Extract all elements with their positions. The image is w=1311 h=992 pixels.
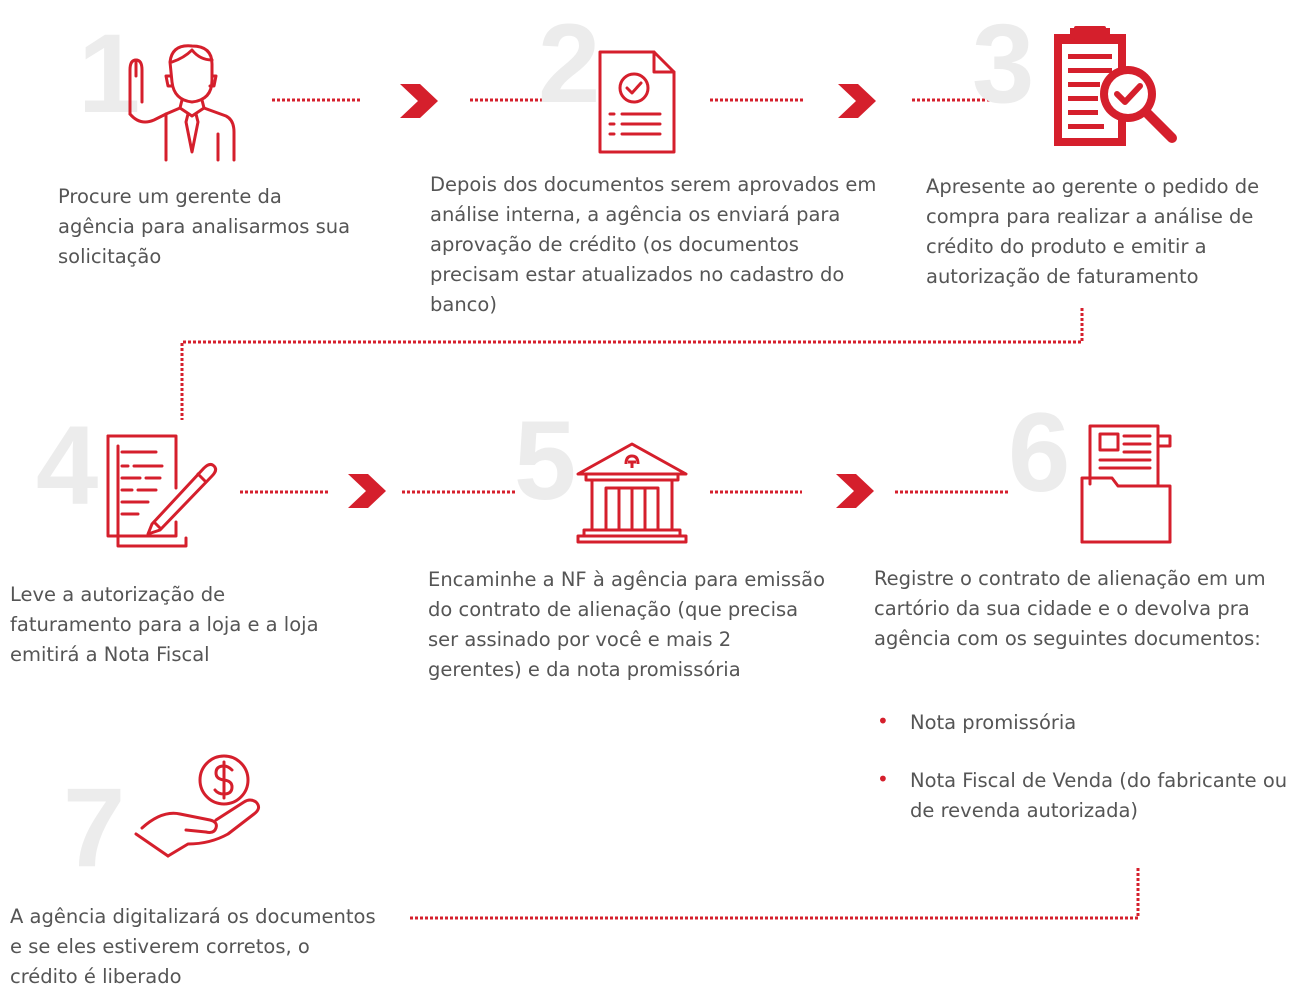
step-6-bullet-2: Nota Fiscal de Venda (do fabricante ou d… bbox=[910, 769, 1288, 822]
step-4-text: Leve a autorização de faturamento para a… bbox=[10, 583, 319, 666]
step-number-2: 2 bbox=[538, 1, 601, 126]
arrow-1-2 bbox=[400, 84, 438, 118]
hand-coin-icon bbox=[134, 754, 261, 858]
connector-3-4 bbox=[180, 308, 1084, 420]
step-5-text: Encaminhe a NF à agência para emissão do… bbox=[428, 568, 826, 681]
connector-6-7 bbox=[410, 868, 1140, 920]
approved-document-icon bbox=[598, 50, 676, 154]
step-2-text: Depois dos documentos serem aprovados em… bbox=[430, 173, 877, 316]
step-number-4: 4 bbox=[36, 403, 99, 528]
arrow-4-5 bbox=[348, 474, 386, 508]
step-3-text: Apresente ao gerente o pedido de compra … bbox=[926, 175, 1260, 288]
raised-hand-person-icon bbox=[128, 44, 236, 162]
step-number-3: 3 bbox=[972, 1, 1035, 126]
step-number-7: 7 bbox=[63, 765, 126, 890]
step-number-5: 5 bbox=[514, 398, 577, 523]
step-1-text: Procure um gerente da agência para anali… bbox=[58, 185, 351, 268]
arrow-2-3 bbox=[838, 84, 876, 118]
bullet-dot: • bbox=[877, 709, 889, 733]
arrow-5-6 bbox=[836, 474, 874, 508]
clipboard-check-search-icon bbox=[1054, 26, 1177, 146]
bullet-dot: • bbox=[877, 767, 889, 791]
step-6-bullet-1: Nota promissória bbox=[910, 711, 1077, 734]
bank-icon bbox=[576, 442, 688, 544]
document-pen-icon bbox=[106, 434, 218, 548]
step-7-text: A agência digitalizará os documentos e s… bbox=[10, 905, 376, 988]
folder-documents-icon bbox=[1080, 424, 1172, 544]
step-6-text: Registre o contrato de alienação em um c… bbox=[874, 567, 1266, 650]
step-number-6: 6 bbox=[1008, 390, 1071, 515]
